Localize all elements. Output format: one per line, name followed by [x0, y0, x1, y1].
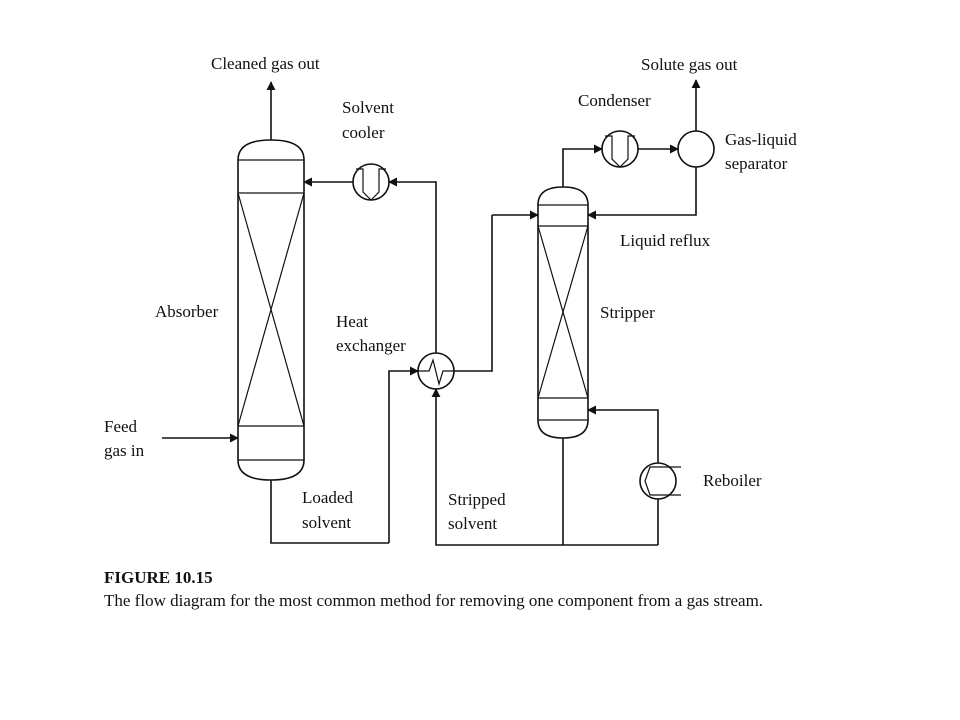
label-reboiler: Reboiler [703, 471, 762, 490]
label-loaded-solvent: solvent [302, 513, 351, 532]
label-stripped-solvent: solvent [448, 514, 497, 533]
label-heat-exchanger: exchanger [336, 336, 406, 355]
label-solvent-cooler: Solvent [342, 98, 394, 117]
reboiler-icon [639, 462, 681, 500]
absorber-column [237, 139, 305, 481]
stripper-column [537, 186, 589, 439]
label-feed-gas-in: Feed [104, 417, 138, 436]
figure-caption: FIGURE 10.15 The flow diagram for the mo… [104, 567, 763, 613]
heat-exchanger-icon [417, 352, 455, 390]
label-solute-gas-out: Solute gas out [641, 55, 738, 74]
figure-description: The flow diagram for the most common met… [104, 591, 764, 610]
label-gas-liquid-separator: separator [725, 154, 788, 173]
gas-liquid-separator-icon [677, 130, 715, 168]
label-solvent-cooler: cooler [342, 123, 385, 142]
process-streams [162, 79, 701, 546]
condenser-icon [601, 130, 639, 168]
label-feed-gas-in: gas in [104, 441, 145, 460]
label-condenser: Condenser [578, 91, 651, 110]
label-liquid-reflux: Liquid reflux [620, 231, 711, 250]
label-stripped-solvent: Stripped [448, 490, 506, 509]
label-gas-liquid-separator: Gas-liquid [725, 130, 797, 149]
label-stripper: Stripper [600, 303, 655, 322]
label-heat-exchanger: Heat [336, 312, 368, 331]
figure-number: FIGURE 10.15 [104, 568, 213, 587]
solvent-cooler-icon [352, 163, 390, 201]
label-absorber: Absorber [155, 302, 219, 321]
label-loaded-solvent: Loaded [302, 488, 353, 507]
label-cleaned-gas-out: Cleaned gas out [211, 54, 320, 73]
